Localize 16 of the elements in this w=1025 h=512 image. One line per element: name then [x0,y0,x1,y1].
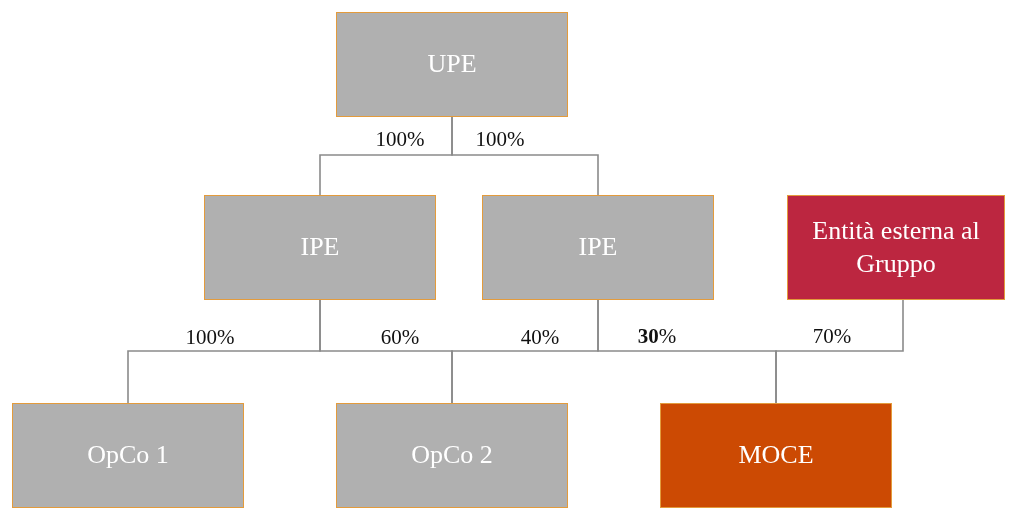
entity-box [787,195,1005,300]
entity-label: IPE [300,231,340,264]
entity-label: Entità esterna al Gruppo [811,215,981,280]
entity-label: OpCo 1 [87,439,169,472]
entity-label: OpCo 2 [411,439,493,472]
entity-label: MOCE [738,439,814,472]
entity-box [204,195,436,300]
entity-box [12,403,244,508]
entity-label: UPE [427,48,477,81]
entity-box [660,403,892,508]
ownership-connector [451,116,599,196]
entity-box [336,12,568,117]
ownership-connector [775,299,904,404]
entity-label: IPE [578,231,618,264]
entity-box [482,195,714,300]
entity-box [336,403,568,508]
